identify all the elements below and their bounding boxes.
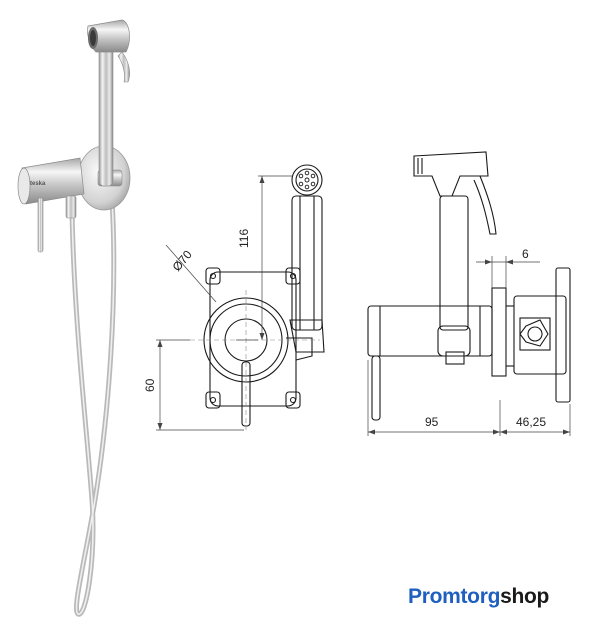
watermark-part2: shop xyxy=(500,585,550,608)
mounting-plate xyxy=(209,271,297,407)
shower-side-body xyxy=(439,195,469,331)
hand-shower-head xyxy=(87,19,130,53)
lever-side xyxy=(371,355,381,421)
watermark-logo: Promtorgshop xyxy=(408,585,549,609)
dim-60: 60 xyxy=(143,378,157,392)
brand-mark: teska xyxy=(30,181,46,187)
dim-95: 95 xyxy=(425,415,439,429)
trigger-side xyxy=(473,175,497,235)
front-view-drawing xyxy=(190,164,325,430)
concealed-box xyxy=(513,295,567,375)
mixer-side-body xyxy=(367,305,493,357)
nozzle-head xyxy=(291,164,323,196)
product-photo: teska xyxy=(17,19,131,617)
mixer-lever xyxy=(37,197,44,253)
hand-shower-body xyxy=(98,35,114,187)
trigger-lever xyxy=(117,51,130,83)
watermark-part1: Promtorg xyxy=(408,585,501,608)
dim-116: 116 xyxy=(237,229,251,248)
dim-46-25: 46,25 xyxy=(516,415,546,429)
shower-side-head xyxy=(413,151,489,197)
front-view-dimensions xyxy=(156,175,292,431)
side-view-drawing xyxy=(367,151,571,421)
dim-diameter: Ø70 xyxy=(170,247,196,274)
shower-front-body xyxy=(291,195,323,331)
wall-plate-side xyxy=(491,287,507,377)
dim-6: 6 xyxy=(522,247,529,261)
